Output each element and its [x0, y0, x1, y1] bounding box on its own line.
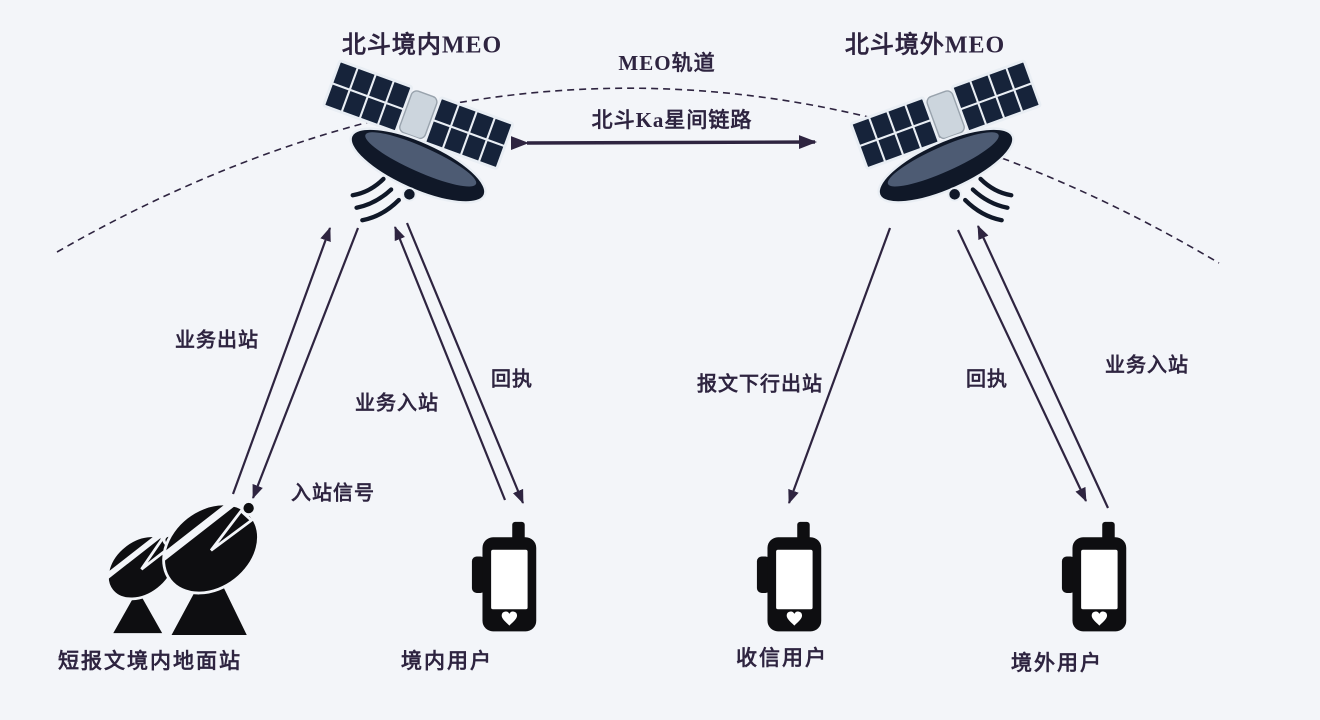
arrow-inbound-signal: [251, 227, 360, 499]
label-satellite-domestic: 北斗境内MEO: [341, 32, 503, 59]
label-receipt-domestic: 回执: [491, 368, 533, 391]
arrow-inbound-service-overseas: [977, 225, 1109, 509]
arrow-receipt-overseas: [957, 229, 1087, 502]
label-domestic-user: 境内用户: [401, 649, 493, 673]
label-satellite-overseas: 北斗境外MEO: [844, 32, 1006, 59]
satellite-icon-overseas: [851, 61, 1041, 221]
label-inbound-signal: 入站信号: [291, 482, 375, 505]
satellite-icon-domestic: [324, 61, 514, 221]
ground-station-icon: [92, 479, 284, 635]
arrow-outbound-service: [231, 227, 332, 495]
ka-intersatellite-link-arrow: [510, 135, 817, 151]
arrow-receipt-domestic: [405, 222, 525, 504]
arrow-message-downlink-outbound: [787, 227, 892, 504]
label-receiving-user: 收信用户: [736, 646, 828, 670]
label-meo-orbit: MEO轨道: [618, 51, 716, 75]
label-inbound-service-overseas: 业务入站: [1105, 354, 1189, 377]
label-inbound-service-domestic: 业务入站: [355, 392, 439, 415]
arrow-inbound-service-domestic: [393, 226, 507, 501]
label-ground-station: 短报文境内地面站: [58, 649, 242, 673]
label-receipt-overseas: 回执: [966, 368, 1008, 391]
phone-icon-overseas-user: [1061, 521, 1127, 632]
label-message-downlink-outbound: 报文下行出站: [697, 373, 823, 396]
phone-icon-domestic-user: [471, 521, 537, 632]
label-outbound-service: 业务出站: [175, 329, 259, 352]
phone-icon-receiving-user: [756, 521, 822, 632]
label-ka-intersatellite-link: 北斗Ka星间链路: [591, 108, 753, 132]
label-overseas-user: 境外用户: [1011, 651, 1103, 675]
